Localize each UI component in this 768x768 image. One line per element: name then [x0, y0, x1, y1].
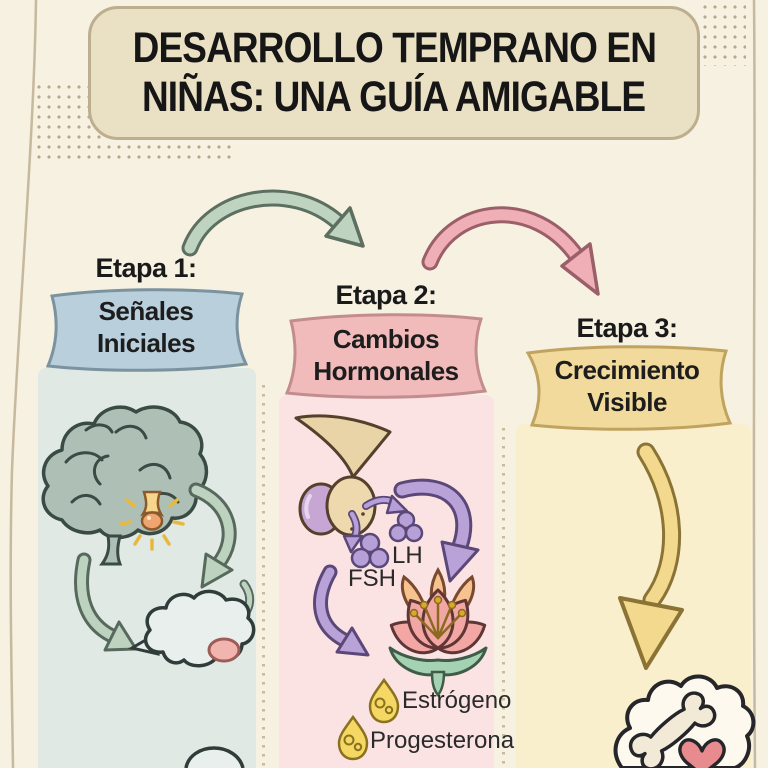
- growth-cloud-icon: [613, 674, 756, 768]
- stage1-banner-label: Señales Iniciales: [96, 296, 196, 358]
- progesterone-droplet-icon: [337, 714, 369, 761]
- page-title-line1: DESARROLLO TEMPRANO EN: [132, 23, 656, 72]
- partial-circle-icon: [184, 746, 245, 768]
- stage2-banner-label: Cambios Hormonales: [313, 324, 459, 386]
- arrow-stage2-to-stage3: [421, 206, 600, 296]
- lh-molecule-icon: [388, 510, 424, 543]
- bone-icon: [628, 691, 717, 768]
- stage3-step-label: Etapa 3:: [576, 313, 678, 343]
- hormone-arrow-icon: [313, 564, 370, 657]
- page-border: [9, 0, 757, 768]
- signal-arrow-icon: [188, 482, 237, 589]
- signal-arrow-icon: [74, 552, 138, 652]
- title-banner: DESARROLLO TEMPRANO EN NIÑAS: UNA GUÍA A…: [88, 6, 700, 140]
- lh-label: LH: [392, 542, 423, 569]
- hormone-release-arrow-icon: [362, 494, 409, 515]
- fsh-label: FSH: [348, 565, 396, 592]
- column-separator-1: [262, 385, 265, 768]
- brain-icon: [41, 405, 209, 566]
- stage1-step-label: Etapa 1:: [95, 253, 197, 283]
- pituitary-glow-icon: [119, 490, 185, 551]
- column-separator-2: [502, 428, 505, 768]
- growth-arrow-icon: [618, 442, 684, 670]
- fsh-molecule-icon: [350, 532, 390, 569]
- progesterone-label: Progesterona: [370, 727, 515, 754]
- flower-icon: [388, 566, 488, 698]
- dot-grid-accent-top-right: [700, 2, 746, 66]
- pituitary-gland-icon: [294, 414, 392, 537]
- stage3-ribbon: [525, 345, 733, 431]
- hormone-arrow-icon: [393, 478, 480, 583]
- estrogen-droplet-icon: [368, 677, 400, 724]
- estrogen-label: Estrógeno: [402, 687, 512, 714]
- stage1-ribbon: [45, 288, 249, 372]
- stage3-banner-label: Crecimiento Visible: [554, 355, 700, 417]
- page-title-line2: NIÑAS: UNA GUÍA AMIGABLE: [142, 73, 646, 121]
- hormone-release-arrow-icon: [342, 510, 364, 554]
- arrow-stage1-to-stage2: [181, 189, 365, 257]
- gland-cloud-icon: [127, 579, 256, 668]
- stage2-step-label: Etapa 2:: [335, 280, 437, 310]
- heart-icon: [678, 738, 726, 768]
- stage2-ribbon: [284, 313, 488, 399]
